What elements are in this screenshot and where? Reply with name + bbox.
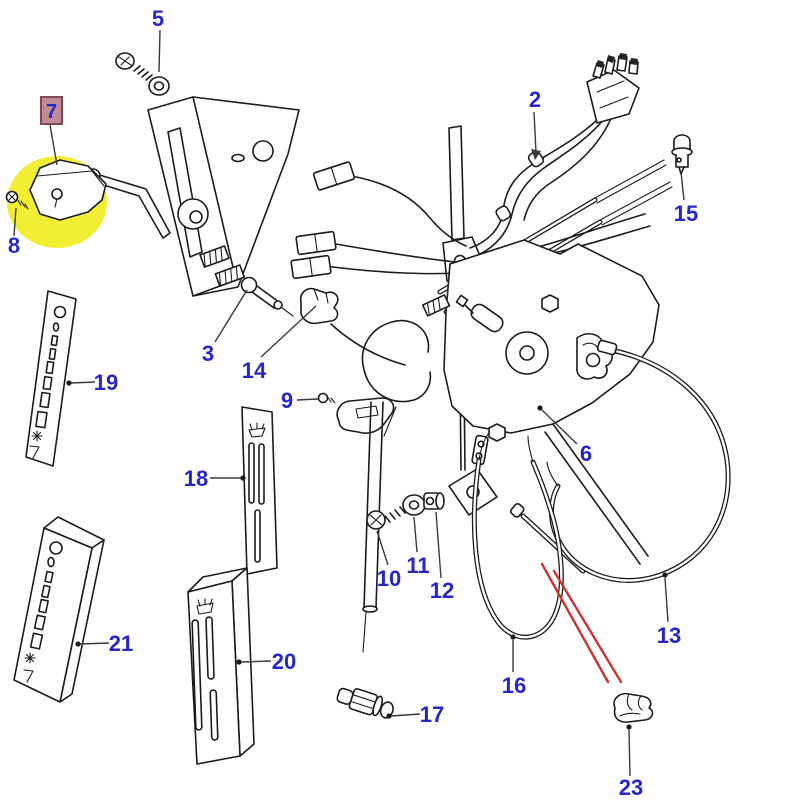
clip-23 <box>613 692 654 723</box>
callout-12-label[interactable]: 12 <box>430 578 454 603</box>
callout-5-label[interactable]: 5 <box>152 6 164 31</box>
callout-19-label[interactable]: 19 <box>94 370 118 395</box>
screw-10 <box>366 506 406 530</box>
callout-16-label[interactable]: 16 <box>502 673 526 698</box>
callout-6[interactable]: 6 <box>537 405 592 466</box>
callout-8-label[interactable]: 8 <box>8 233 20 258</box>
callout-21[interactable]: 21 <box>75 631 133 656</box>
callout-2-label[interactable]: 2 <box>529 87 541 112</box>
callout-7-selected-box <box>40 96 63 125</box>
callout-3-label[interactable]: 3 <box>202 341 214 366</box>
screw-8 <box>5 190 29 210</box>
red-pointer-lines <box>540 562 623 684</box>
callout-17[interactable]: 17 <box>386 702 444 727</box>
callout-3[interactable]: 3 <box>202 289 248 366</box>
control-assembly-6 <box>421 239 660 574</box>
spacer-12 <box>423 492 445 510</box>
callout-10-label[interactable]: 10 <box>377 566 401 591</box>
bulb-15 <box>671 134 693 175</box>
callout-18[interactable]: 18 <box>184 466 246 491</box>
callout-14[interactable]: 14 <box>242 305 317 383</box>
mounting-bracket-assembly <box>85 96 300 297</box>
callout-6-label[interactable]: 6 <box>580 441 592 466</box>
slider-knob <box>336 397 395 434</box>
spade-connector <box>312 161 356 191</box>
callout-8[interactable]: 8 <box>8 207 20 258</box>
callout-13[interactable]: 13 <box>657 572 681 648</box>
callout-23[interactable]: 23 <box>619 724 643 800</box>
callout-15[interactable]: 15 <box>674 171 698 226</box>
decal-block-21 <box>13 516 105 703</box>
multi-pin-connector <box>586 53 640 124</box>
callout-11-label[interactable]: 11 <box>406 553 429 578</box>
callout-14-label[interactable]: 14 <box>242 358 267 383</box>
callout-16[interactable]: 16 <box>502 634 526 698</box>
screw-and-washer-5 <box>115 52 170 96</box>
callout-9[interactable]: 9 <box>281 388 319 413</box>
cable-rods <box>362 401 384 653</box>
sensor-17 <box>336 687 394 719</box>
spade-connector <box>290 254 332 280</box>
vent-plate-18 <box>241 406 278 575</box>
callout-13-label[interactable]: 13 <box>657 623 681 648</box>
callout-23-label[interactable]: 23 <box>619 775 643 800</box>
callout-5[interactable]: 5 <box>152 6 164 73</box>
vent-block-20 <box>187 567 255 765</box>
callout-10[interactable]: 10 <box>376 530 401 591</box>
control-cable-16 <box>471 433 564 640</box>
spade-connector <box>295 230 337 256</box>
pin-3 <box>240 276 294 317</box>
callout-9-label[interactable]: 9 <box>281 388 293 413</box>
callout-21-label[interactable]: 21 <box>109 631 133 656</box>
callout-20[interactable]: 20 <box>236 649 296 674</box>
control-knob-7 <box>29 159 107 221</box>
callout-12[interactable]: 12 <box>430 511 454 603</box>
washer-11 <box>402 494 426 516</box>
callout-17-label[interactable]: 17 <box>420 702 444 727</box>
callout-18-label[interactable]: 18 <box>184 466 208 491</box>
decal-plate-19 <box>25 290 77 467</box>
callout-2[interactable]: 2 <box>529 87 541 160</box>
callout-2-arrowhead <box>531 149 541 160</box>
callout-7-label[interactable]: 7 <box>46 101 57 123</box>
elbow-connector-14 <box>299 287 406 366</box>
callout-7[interactable]: 7 <box>40 96 63 166</box>
screw-9 <box>317 392 336 404</box>
callout-15-label[interactable]: 15 <box>674 201 698 226</box>
wiring-harness-2 <box>290 53 651 437</box>
callout-11[interactable]: 11 <box>406 516 430 578</box>
callouts: 5 7 8 2 15 3 14 19 <box>8 6 698 800</box>
callout-19[interactable]: 19 <box>66 370 118 395</box>
callout-20-label[interactable]: 20 <box>272 649 296 674</box>
